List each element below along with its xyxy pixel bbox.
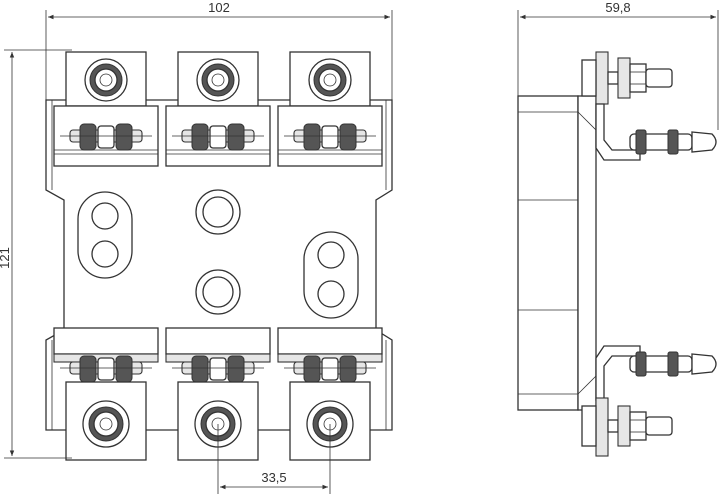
dimension-height: 121 [0,49,72,459]
dimension-width: 102 [45,0,393,100]
top-terminal-2 [165,51,271,167]
dimension-pitch: 33,5 [217,424,331,494]
side-bolt-bottom [607,405,673,447]
side-view [517,51,717,457]
dimension-height-label: 121 [0,247,12,269]
dimension-depth-label: 59,8 [605,0,630,15]
side-body [517,95,579,411]
dimension-depth: 59,8 [517,0,719,130]
top-terminal-3 [277,51,383,167]
front-view [45,51,393,461]
bottom-terminal-1 [53,327,159,461]
dimension-pitch-label: 33,5 [261,470,286,485]
side-contact-bottom [595,345,641,401]
mounting-slot-left [77,191,133,279]
top-terminal-1 [53,51,159,167]
side-bolt-top [607,57,673,99]
side-contact-top [595,103,641,161]
mounting-slot-right [303,231,359,319]
mounting-hole-lower [195,269,241,315]
dimension-width-label: 102 [208,0,230,15]
mounting-hole-upper [195,189,241,235]
